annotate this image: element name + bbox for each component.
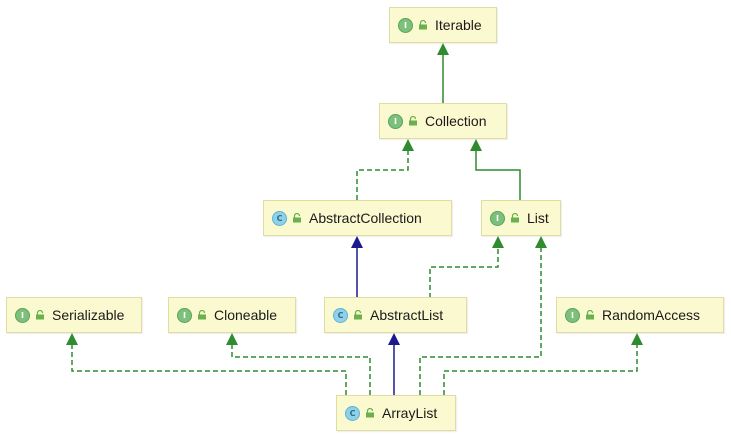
node-abstractlist[interactable]: C AbstractList — [324, 297, 467, 333]
arrowhead — [402, 139, 414, 151]
public-lock-icon — [353, 310, 363, 320]
public-lock-icon — [510, 213, 520, 223]
node-label: RandomAccess — [602, 307, 701, 323]
node-abstractcollection[interactable]: C AbstractCollection — [263, 200, 452, 236]
arrowhead — [66, 333, 78, 345]
edge-abstractcollection-collection — [356, 151, 409, 200]
node-randomaccess[interactable]: I RandomAccess — [556, 297, 724, 333]
node-arraylist[interactable]: C ArrayList — [336, 395, 456, 431]
edge-list-collection — [475, 151, 521, 200]
arrowhead — [437, 43, 449, 55]
node-label: Collection — [425, 113, 487, 129]
interface-icon: I — [388, 113, 403, 129]
public-lock-icon — [365, 408, 375, 418]
arrowhead — [226, 333, 238, 345]
interface-icon: I — [490, 210, 505, 226]
class-icon: C — [272, 210, 287, 226]
class-icon: C — [333, 307, 348, 323]
node-label: AbstractCollection — [309, 210, 422, 226]
node-label: Cloneable — [214, 307, 278, 323]
edge-arraylist-list — [419, 248, 542, 395]
node-cloneable[interactable]: I Cloneable — [168, 297, 296, 333]
interface-icon: I — [565, 307, 580, 323]
public-lock-icon — [197, 310, 207, 320]
node-label: Iterable — [435, 17, 482, 33]
arrowhead — [631, 333, 643, 345]
public-lock-icon — [292, 213, 302, 223]
arrowhead — [492, 236, 504, 248]
edge-arraylist-randomaccess — [443, 345, 638, 395]
edge-arraylist-serializable — [71, 345, 347, 395]
public-lock-icon — [35, 310, 45, 320]
interface-icon: I — [15, 307, 30, 323]
arrowhead — [470, 139, 482, 151]
interface-icon: I — [398, 17, 413, 33]
node-iterable[interactable]: I Iterable — [389, 7, 497, 43]
interface-icon: I — [177, 307, 192, 323]
node-collection[interactable]: I Collection — [379, 103, 507, 139]
class-icon: C — [345, 405, 360, 421]
arrowhead — [388, 333, 400, 345]
edge-abstractlist-list — [429, 248, 499, 298]
node-label: Serializable — [52, 307, 125, 323]
public-lock-icon — [418, 20, 428, 30]
public-lock-icon — [408, 116, 418, 126]
arrowhead — [351, 236, 363, 248]
node-serializable[interactable]: I Serializable — [6, 297, 142, 333]
node-label: AbstractList — [370, 307, 444, 323]
public-lock-icon — [585, 310, 595, 320]
node-label: ArrayList — [382, 405, 438, 421]
node-list[interactable]: I List — [481, 200, 561, 236]
node-label: List — [527, 210, 549, 226]
arrowhead — [535, 236, 547, 248]
edge-arraylist-cloneable — [231, 345, 371, 395]
